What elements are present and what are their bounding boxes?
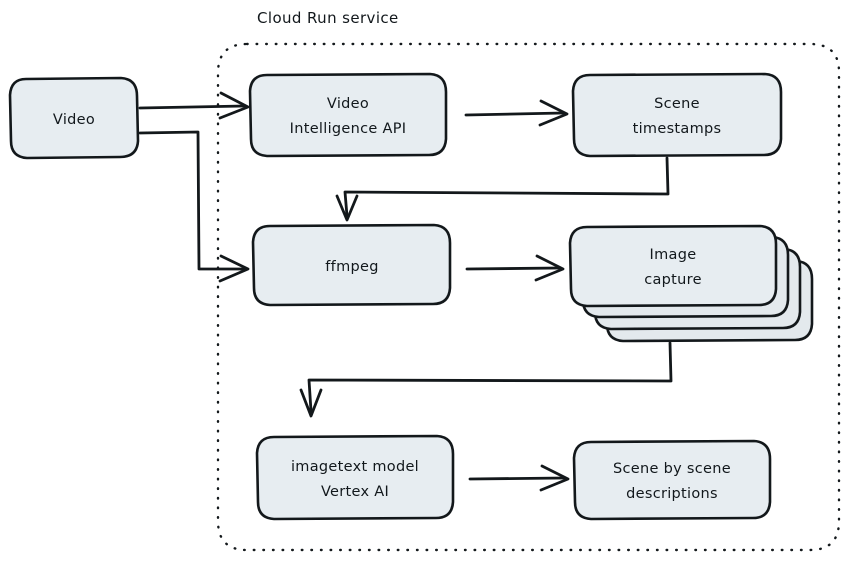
scene-descriptions-label-line2: descriptions — [626, 486, 718, 502]
edge-ffmpeg-to-ic-arrowhead — [534, 254, 565, 282]
image-capture-stack-card-1 — [568, 224, 778, 308]
imagetext-model-label-line1: imagetext model — [291, 459, 419, 475]
edge-imagetext-to-sd-arrowhead — [539, 464, 570, 492]
edge-video-to-vi-arrowhead — [218, 91, 250, 120]
edge-vi-to-st-arrowhead — [538, 99, 569, 127]
edge-imagetext-to-scene-descriptions — [468, 464, 570, 492]
imagetext-model-node[interactable]: imagetext model Vertex AI — [255, 434, 455, 521]
video-intelligence-api-node-shape — [248, 72, 448, 158]
scene-timestamps-node[interactable]: Scene timestamps — [571, 72, 783, 158]
imagetext-model-node-shape — [255, 434, 455, 521]
edge-ic-to-imagetext-line — [307, 341, 673, 413]
group-dotted-border — [216, 42, 841, 552]
scene-timestamps-node-shape — [571, 72, 783, 158]
image-capture-label-line2: capture — [644, 272, 702, 288]
scene-descriptions-label-line1: Scene by scene — [613, 461, 731, 477]
image-capture-label-line1: Image — [650, 247, 697, 263]
edge-ffmpeg-to-ic-line — [465, 266, 561, 271]
edge-video-to-ffmpeg-line — [138, 130, 246, 271]
cloud-run-service-group: Cloud Run service — [216, 9, 841, 552]
group-title-label: Cloud Run service — [257, 9, 399, 27]
edge-image-capture-to-imagetext — [299, 341, 673, 418]
video-intelligence-api-node[interactable]: Video Intelligence API — [248, 72, 448, 158]
scene-timestamps-label-line1: Scene — [654, 96, 700, 112]
edge-video-to-video-intelligence-api — [138, 91, 250, 120]
ffmpeg-node-shape — [251, 223, 452, 307]
edge-imagetext-to-sd-line — [468, 476, 566, 481]
imagetext-model-label-line2: Vertex AI — [321, 484, 389, 500]
video-node-shape — [8, 76, 140, 160]
edge-st-to-ffmpeg-line — [343, 156, 670, 218]
edge-scene-timestamps-to-ffmpeg — [335, 156, 670, 222]
edge-video-to-vi-line — [138, 104, 246, 110]
ffmpeg-node-label: ffmpeg — [325, 259, 378, 275]
edge-video-to-ffmpeg-arrowhead — [218, 254, 250, 283]
edge-ffmpeg-to-image-capture — [465, 254, 565, 282]
video-node-label: Video — [53, 112, 95, 128]
edge-video-to-ffmpeg — [138, 130, 250, 283]
scene-timestamps-label-line2: timestamps — [633, 121, 722, 137]
ffmpeg-node[interactable]: ffmpeg — [251, 223, 452, 307]
video-node[interactable]: Video — [8, 76, 140, 160]
scene-descriptions-node-shape — [572, 439, 772, 521]
edge-ic-to-imagetext-arrowhead — [299, 388, 323, 418]
edge-vi-to-st-line — [464, 111, 565, 117]
image-capture-node[interactable]: Image capture — [568, 224, 814, 343]
edge-st-to-ffmpeg-arrowhead — [335, 194, 359, 222]
edge-vi-to-scene-timestamps — [464, 99, 569, 127]
video-intelligence-api-label-line1: Video — [327, 96, 369, 112]
scene-descriptions-node[interactable]: Scene by scene descriptions — [572, 439, 772, 521]
video-intelligence-api-label-line2: Intelligence API — [290, 121, 407, 137]
